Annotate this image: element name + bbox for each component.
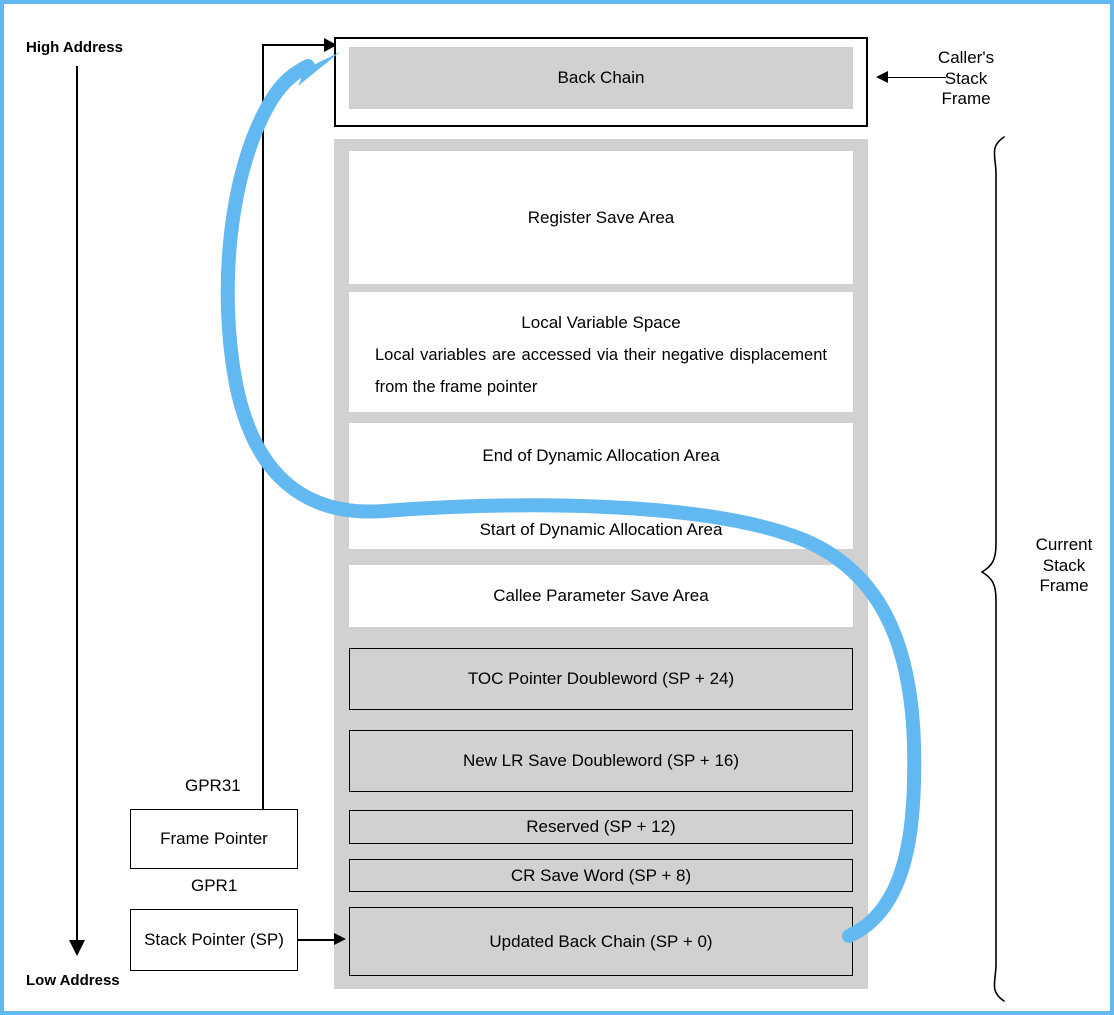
- high-address-label: High Address: [26, 39, 123, 56]
- row-cr-save-word: CR Save Word (SP + 8): [349, 859, 853, 892]
- current-stack-frame-callout: Current Stack Frame: [1035, 535, 1093, 596]
- gpr31-connector-horizontal: [262, 44, 326, 46]
- stack-pointer-arrowhead-icon: [334, 933, 346, 945]
- back-chain-link-arrowhead-icon: [291, 52, 340, 86]
- low-address-label: Low Address: [26, 972, 120, 989]
- row-label-local-variable-space: Local Variable Space: [521, 312, 681, 332]
- address-axis-line: [76, 66, 78, 946]
- gpr31-label: GPR31: [185, 776, 241, 795]
- callers-stack-frame-callout: Caller's Stack Frame: [937, 48, 995, 109]
- current-stack-frame-brace-icon: [980, 136, 1005, 1002]
- row-toc-pointer-doubleword: TOC Pointer Doubleword (SP + 24): [349, 648, 853, 710]
- gpr1-label: GPR1: [191, 876, 238, 895]
- row-label-toc-pointer-doubleword: TOC Pointer Doubleword (SP + 24): [467, 669, 735, 688]
- frame-pointer-box: Frame Pointer: [130, 809, 298, 869]
- row-label-new-lr-save-doubleword: New LR Save Doubleword (SP + 16): [462, 751, 740, 770]
- row-updated-back-chain: Updated Back Chain (SP + 0): [349, 907, 853, 976]
- row-label-cr-save-word: CR Save Word (SP + 8): [510, 865, 692, 885]
- row-note-local-variable-space: Local variables are accessed via their n…: [375, 345, 827, 396]
- row-label-callee-parameter-save-area: Callee Parameter Save Area: [493, 586, 709, 605]
- gpr31-connector-vertical: [262, 45, 264, 815]
- gpr31-arrowhead-icon: [324, 38, 337, 52]
- row-label-register-save-area: Register Save Area: [527, 207, 675, 227]
- row-label-updated-back-chain: Updated Back Chain (SP + 0): [489, 931, 713, 951]
- address-axis-arrowhead-icon: [69, 940, 85, 956]
- row-label-end-dynamic-allocation: End of Dynamic Allocation Area: [482, 446, 720, 465]
- row-new-lr-save-doubleword: New LR Save Doubleword (SP + 16): [349, 730, 853, 792]
- caller-frame-arrowhead-icon: [876, 71, 888, 83]
- row-local-variable-space: Local Variable Space Local variables are…: [349, 292, 853, 412]
- row-register-save-area: Register Save Area: [349, 151, 853, 284]
- cell-back-chain: Back Chain: [349, 47, 853, 109]
- row-label-start-dynamic-allocation: Start of Dynamic Allocation Area: [479, 520, 723, 539]
- row-reserved: Reserved (SP + 12): [349, 810, 853, 844]
- row-label-reserved: Reserved (SP + 12): [526, 817, 676, 836]
- row-callee-parameter-save-area: Callee Parameter Save Area: [349, 565, 853, 627]
- stack-pointer-box: Stack Pointer (SP): [130, 909, 298, 971]
- row-end-dynamic-allocation: End of Dynamic Allocation Area Start of …: [349, 423, 853, 549]
